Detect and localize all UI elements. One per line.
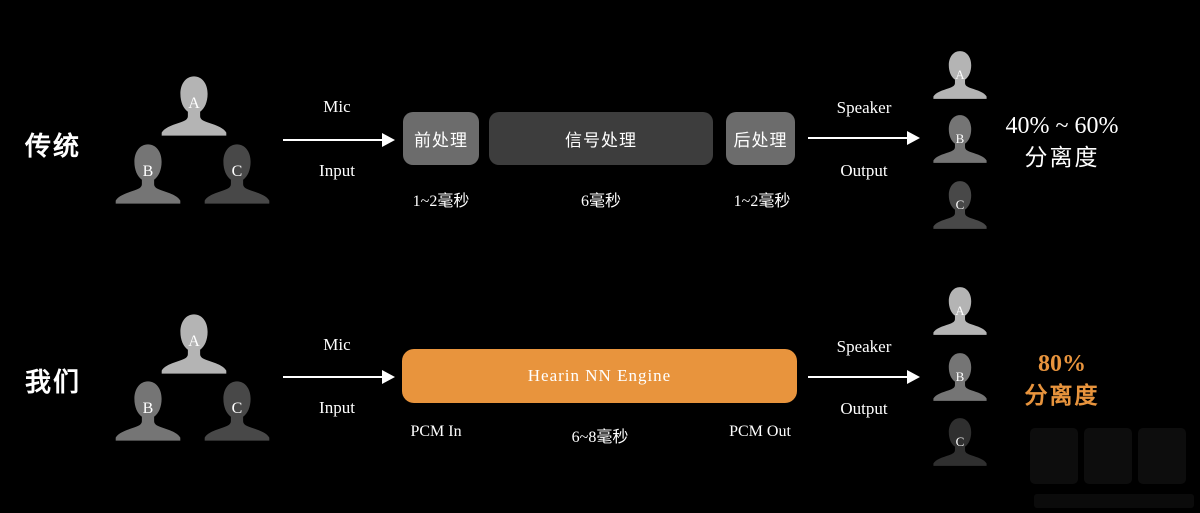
separation-percentage: 80% <box>1038 351 1086 377</box>
input-person-c: C <box>203 143 271 205</box>
output-person-b: B <box>932 114 988 164</box>
person-label: A <box>955 67 965 82</box>
person-label: B <box>955 131 965 146</box>
stage-label: 前处理 <box>414 131 468 150</box>
input-person-a: A <box>160 75 228 137</box>
hearin-nn-engine-box: Hearin NN Engine <box>402 349 797 403</box>
latency-signal-processing: 6毫秒 <box>580 193 621 210</box>
input-person-b: B <box>114 380 182 442</box>
engine-label: Hearin NN Engine <box>527 366 672 385</box>
output-person-a: A <box>932 286 988 336</box>
input-person-c: C <box>203 380 271 442</box>
person-label: C <box>955 197 965 212</box>
stage-label: 信号处理 <box>565 131 637 150</box>
latency-preprocess: 1~2毫秒 <box>412 193 470 210</box>
separation-result-ours: 80% 分离度 <box>982 348 1142 411</box>
person-label: A <box>955 303 965 318</box>
pcm-in-label: PCM In <box>410 423 462 440</box>
latency-postprocess: 1~2毫秒 <box>733 193 791 210</box>
speaker-label: Speaker <box>836 337 892 356</box>
stage-label: 后处理 <box>733 131 788 150</box>
output-arrow-icon <box>808 131 920 145</box>
person-label: C <box>955 434 965 449</box>
person-label: B <box>955 369 965 384</box>
input-label: Input <box>319 161 355 180</box>
output-person-a: A <box>932 50 988 100</box>
input-arrow-icon <box>283 370 395 384</box>
mic-label: Mic <box>323 97 351 116</box>
person-label: C <box>231 400 243 418</box>
person-label: A <box>188 333 200 351</box>
stage-signal-processing-box: 信号处理 <box>489 112 713 165</box>
person-label: B <box>142 400 154 418</box>
separation-caption: 分离度 <box>1024 383 1100 409</box>
row-label-ours: 我们 <box>25 368 82 397</box>
output-label: Output <box>840 399 888 418</box>
input-label: Input <box>319 398 355 417</box>
output-arrow-icon <box>808 370 920 384</box>
separation-result-traditional: 40% ~ 60% 分离度 <box>982 110 1142 173</box>
input-arrow-icon <box>283 133 395 147</box>
watermark <box>1030 428 1200 508</box>
person-label: A <box>188 95 200 113</box>
person-label: B <box>142 163 154 181</box>
output-person-b: B <box>932 352 988 402</box>
row-label-traditional: 传统 <box>25 132 82 161</box>
mic-label: Mic <box>323 335 351 354</box>
pcm-out-label: PCM Out <box>729 423 791 440</box>
speaker-label: Speaker <box>836 98 892 117</box>
separation-percentage: 40% ~ 60% <box>1005 113 1119 139</box>
output-person-c: C <box>932 180 988 230</box>
output-person-c: C <box>932 417 988 467</box>
engine-latency: 6~8毫秒 <box>571 429 629 446</box>
stage-postprocess-box: 后处理 <box>726 112 795 165</box>
input-person-a: A <box>160 313 228 375</box>
person-label: C <box>231 163 243 181</box>
input-person-b: B <box>114 143 182 205</box>
stage-preprocess-box: 前处理 <box>403 112 479 165</box>
separation-caption: 分离度 <box>1024 145 1100 171</box>
output-label: Output <box>840 161 888 180</box>
